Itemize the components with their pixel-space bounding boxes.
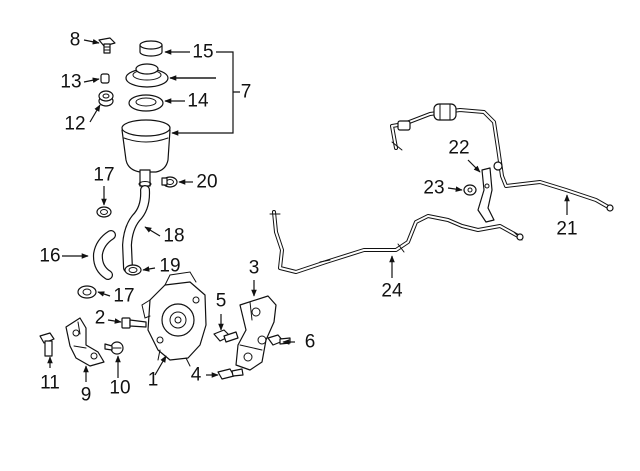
callout-11: 11: [40, 373, 60, 394]
leader-lines: [47, 39, 570, 382]
reservoir-tank: [121, 119, 171, 187]
callout-24: 24: [381, 281, 403, 302]
callout-6: 6: [305, 332, 316, 353]
power-steering-pump-part-1: [141, 271, 207, 367]
grommet-part-12: [98, 90, 114, 107]
callout-12: 12: [64, 114, 85, 135]
callout-8: 8: [70, 30, 81, 51]
seal-part-14: [128, 94, 164, 112]
reservoir-cap-part-15: [139, 40, 163, 57]
callout-5: 5: [216, 291, 227, 312]
callout-10: 10: [109, 378, 130, 399]
bolt-part-4: [217, 368, 244, 380]
clamp-part-19: [124, 264, 142, 276]
callout-7: 7: [241, 82, 252, 103]
reservoir-cover: [125, 63, 169, 88]
callout-1: 1: [148, 370, 159, 391]
callout-labels: 8 15 13 7 14 12 17 20 18 16 19 17 3 5 2 …: [39, 30, 577, 406]
clamp-part-17-lower: [77, 285, 97, 299]
callout-20: 20: [196, 172, 217, 193]
line-part-21: [390, 103, 614, 212]
hose-part-18: [122, 185, 151, 273]
bolt-part-8: [98, 37, 116, 54]
callout-3: 3: [249, 258, 260, 279]
callout-22: 22: [448, 138, 469, 159]
line-part-24: [269, 210, 524, 274]
bolt-part-6: [267, 334, 291, 346]
callout-19: 19: [159, 256, 180, 277]
callout-17-lower: 17: [113, 286, 134, 307]
bolt-part-10: [104, 341, 124, 355]
pump-bracket-part-3: [235, 295, 277, 371]
callout-17-upper: 17: [93, 165, 114, 186]
callout-21: 21: [556, 219, 577, 240]
clamp-part-20: [161, 176, 178, 188]
bolt-part-2: [121, 317, 147, 329]
nut-part-13: [100, 73, 110, 84]
callout-23: 23: [423, 178, 444, 199]
callout-14: 14: [187, 91, 209, 112]
callout-15: 15: [192, 42, 213, 63]
bracket-part-22: [477, 167, 495, 223]
hose-part-16: [92, 230, 116, 280]
nut-part-23: [463, 184, 477, 196]
bracket-part-9: [65, 317, 105, 367]
callout-4: 4: [191, 365, 202, 386]
bolt-part-5: [213, 329, 239, 343]
callout-16: 16: [39, 246, 60, 267]
bolt-part-11: [39, 332, 55, 357]
callout-9: 9: [81, 385, 92, 406]
callout-13: 13: [60, 72, 81, 93]
callout-2: 2: [95, 308, 106, 329]
callout-18: 18: [163, 226, 184, 247]
clamp-part-17-upper: [96, 206, 112, 218]
